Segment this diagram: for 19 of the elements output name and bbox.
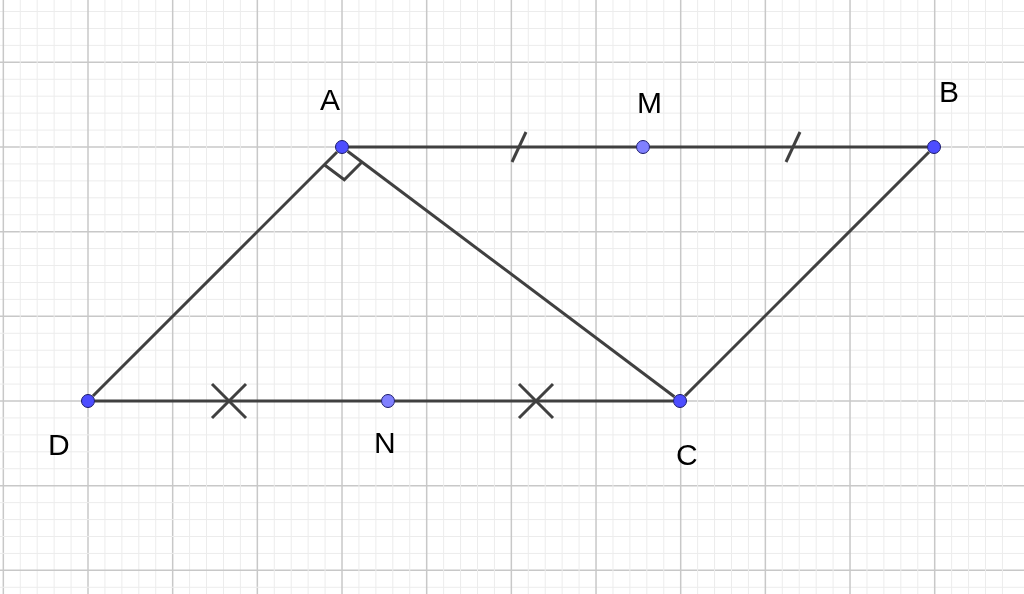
line-segment [349, 145, 636, 149]
point-label: B [939, 77, 959, 107]
point-marker [927, 140, 941, 154]
line-segment [95, 399, 381, 403]
point-label: C [676, 440, 698, 470]
point-marker [673, 394, 687, 408]
point-label: D [48, 430, 70, 460]
point-marker [381, 394, 395, 408]
line-segment [683, 150, 931, 398]
point-marker [81, 394, 95, 408]
point-marker [636, 140, 650, 154]
point-marker [335, 140, 349, 154]
line-segment [650, 145, 927, 149]
line-segment [395, 399, 673, 403]
point-label: M [637, 88, 662, 118]
point-label: N [374, 428, 396, 458]
line-segment [91, 150, 339, 398]
line-segment [346, 150, 676, 398]
point-label: A [320, 85, 340, 115]
